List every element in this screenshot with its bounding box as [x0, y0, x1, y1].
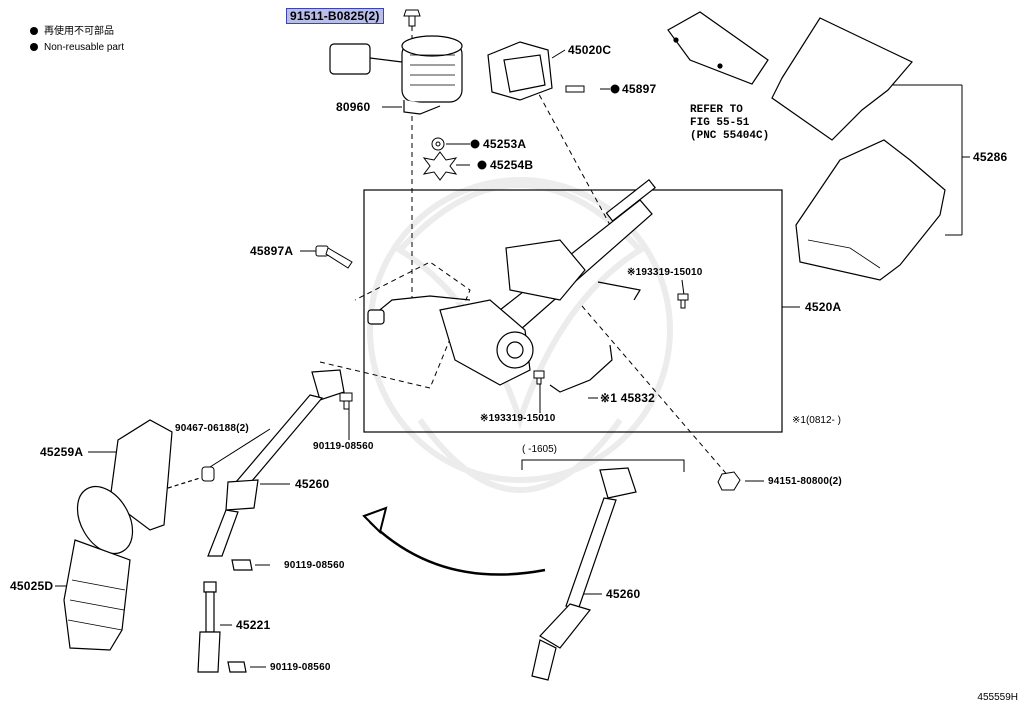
part-label-45259A[interactable]: 45259A [40, 445, 84, 459]
range-note-45832: ※1(0812- ) [792, 415, 841, 426]
assembly-box-4520A [363, 189, 783, 433]
refer-line-3: (PNC 55404C) [690, 130, 770, 142]
seal-45025D [63, 485, 134, 651]
bolt-193319-lower [533, 370, 545, 385]
column-cover-upper-refer [667, 11, 769, 85]
bolt-45897A [315, 245, 353, 269]
part-label-94151[interactable]: 94151-80800(2) [768, 476, 842, 487]
ecu-45020C [487, 41, 553, 101]
bolt-90119-08560 [339, 392, 353, 410]
range-note-45260: ( -1605) [522, 444, 558, 455]
shaft-45260-right [531, 467, 637, 681]
bolt-193319-upper [677, 293, 689, 309]
part-label-80960[interactable]: 80960 [336, 100, 371, 114]
column-cover-45286 [771, 17, 946, 281]
part-label-45260-right[interactable]: 45260 [606, 587, 641, 601]
bolt-91511 [403, 9, 421, 27]
bullet-icon [30, 43, 38, 51]
steering-column-4520A [367, 178, 656, 393]
legend-label-en: Non-reusable part [44, 42, 125, 53]
refer-line-1: REFER TO [690, 104, 743, 116]
screw-45897 [565, 84, 620, 94]
motor-80960 [329, 35, 463, 115]
part-label-90119-middle[interactable]: 90119-08560 [284, 560, 345, 571]
legend-item-en: Non-reusable part [30, 42, 124, 54]
refer-note[interactable]: REFER TO FIG 55-51 (PNC 55404C) [690, 104, 769, 143]
part-label-90119-lower[interactable]: 90119-08560 [270, 662, 331, 673]
part-label-91511[interactable]: 91511-B0825(2) [286, 8, 384, 24]
curved-arrow [362, 506, 546, 576]
bracket-45286 [892, 84, 970, 236]
legend-label-jp: 再使用不可部品 [44, 26, 114, 37]
clip-90467 [201, 466, 215, 482]
part-label-45286[interactable]: 45286 [973, 150, 1008, 164]
refer-line-2: FIG 55-51 [690, 117, 750, 129]
part-label-193319-lower[interactable]: ※193319-15010 [480, 413, 556, 424]
part-label-90119-upper[interactable]: 90119-08560 [313, 441, 374, 452]
part-label-90467[interactable]: 90467-06188(2) [175, 423, 249, 434]
part-label-45254B[interactable]: 45254B [490, 158, 534, 172]
nut-94151 [717, 471, 741, 491]
part-label-45221[interactable]: 45221 [236, 618, 271, 632]
part-label-4520A[interactable]: 4520A [805, 300, 842, 314]
legend-item-jp: 再使用不可部品 [30, 26, 114, 38]
part-label-45025D[interactable]: 45025D [10, 579, 54, 593]
part-label-193319-upper[interactable]: ※193319-15010 [627, 267, 703, 278]
part-label-45020C[interactable]: 45020C [568, 43, 612, 57]
shaft-45221 [197, 581, 247, 673]
gear-45254B [422, 151, 487, 181]
shaft-45260-left [207, 369, 345, 571]
solid-leaders [55, 49, 764, 668]
part-label-45832[interactable]: ※1 45832 [600, 391, 656, 405]
bullet-icon [30, 27, 38, 35]
part-label-45260-left[interactable]: 45260 [295, 477, 330, 491]
diagram-code: 455559H [977, 692, 1018, 703]
part-label-45897[interactable]: 45897 [622, 82, 657, 96]
part-label-45897A[interactable]: 45897A [250, 244, 294, 258]
gear-45253A [431, 137, 480, 151]
part-label-45253A[interactable]: 45253A [483, 137, 527, 151]
part-number-highlighted[interactable]: 91511-B0825(2) [286, 8, 384, 24]
